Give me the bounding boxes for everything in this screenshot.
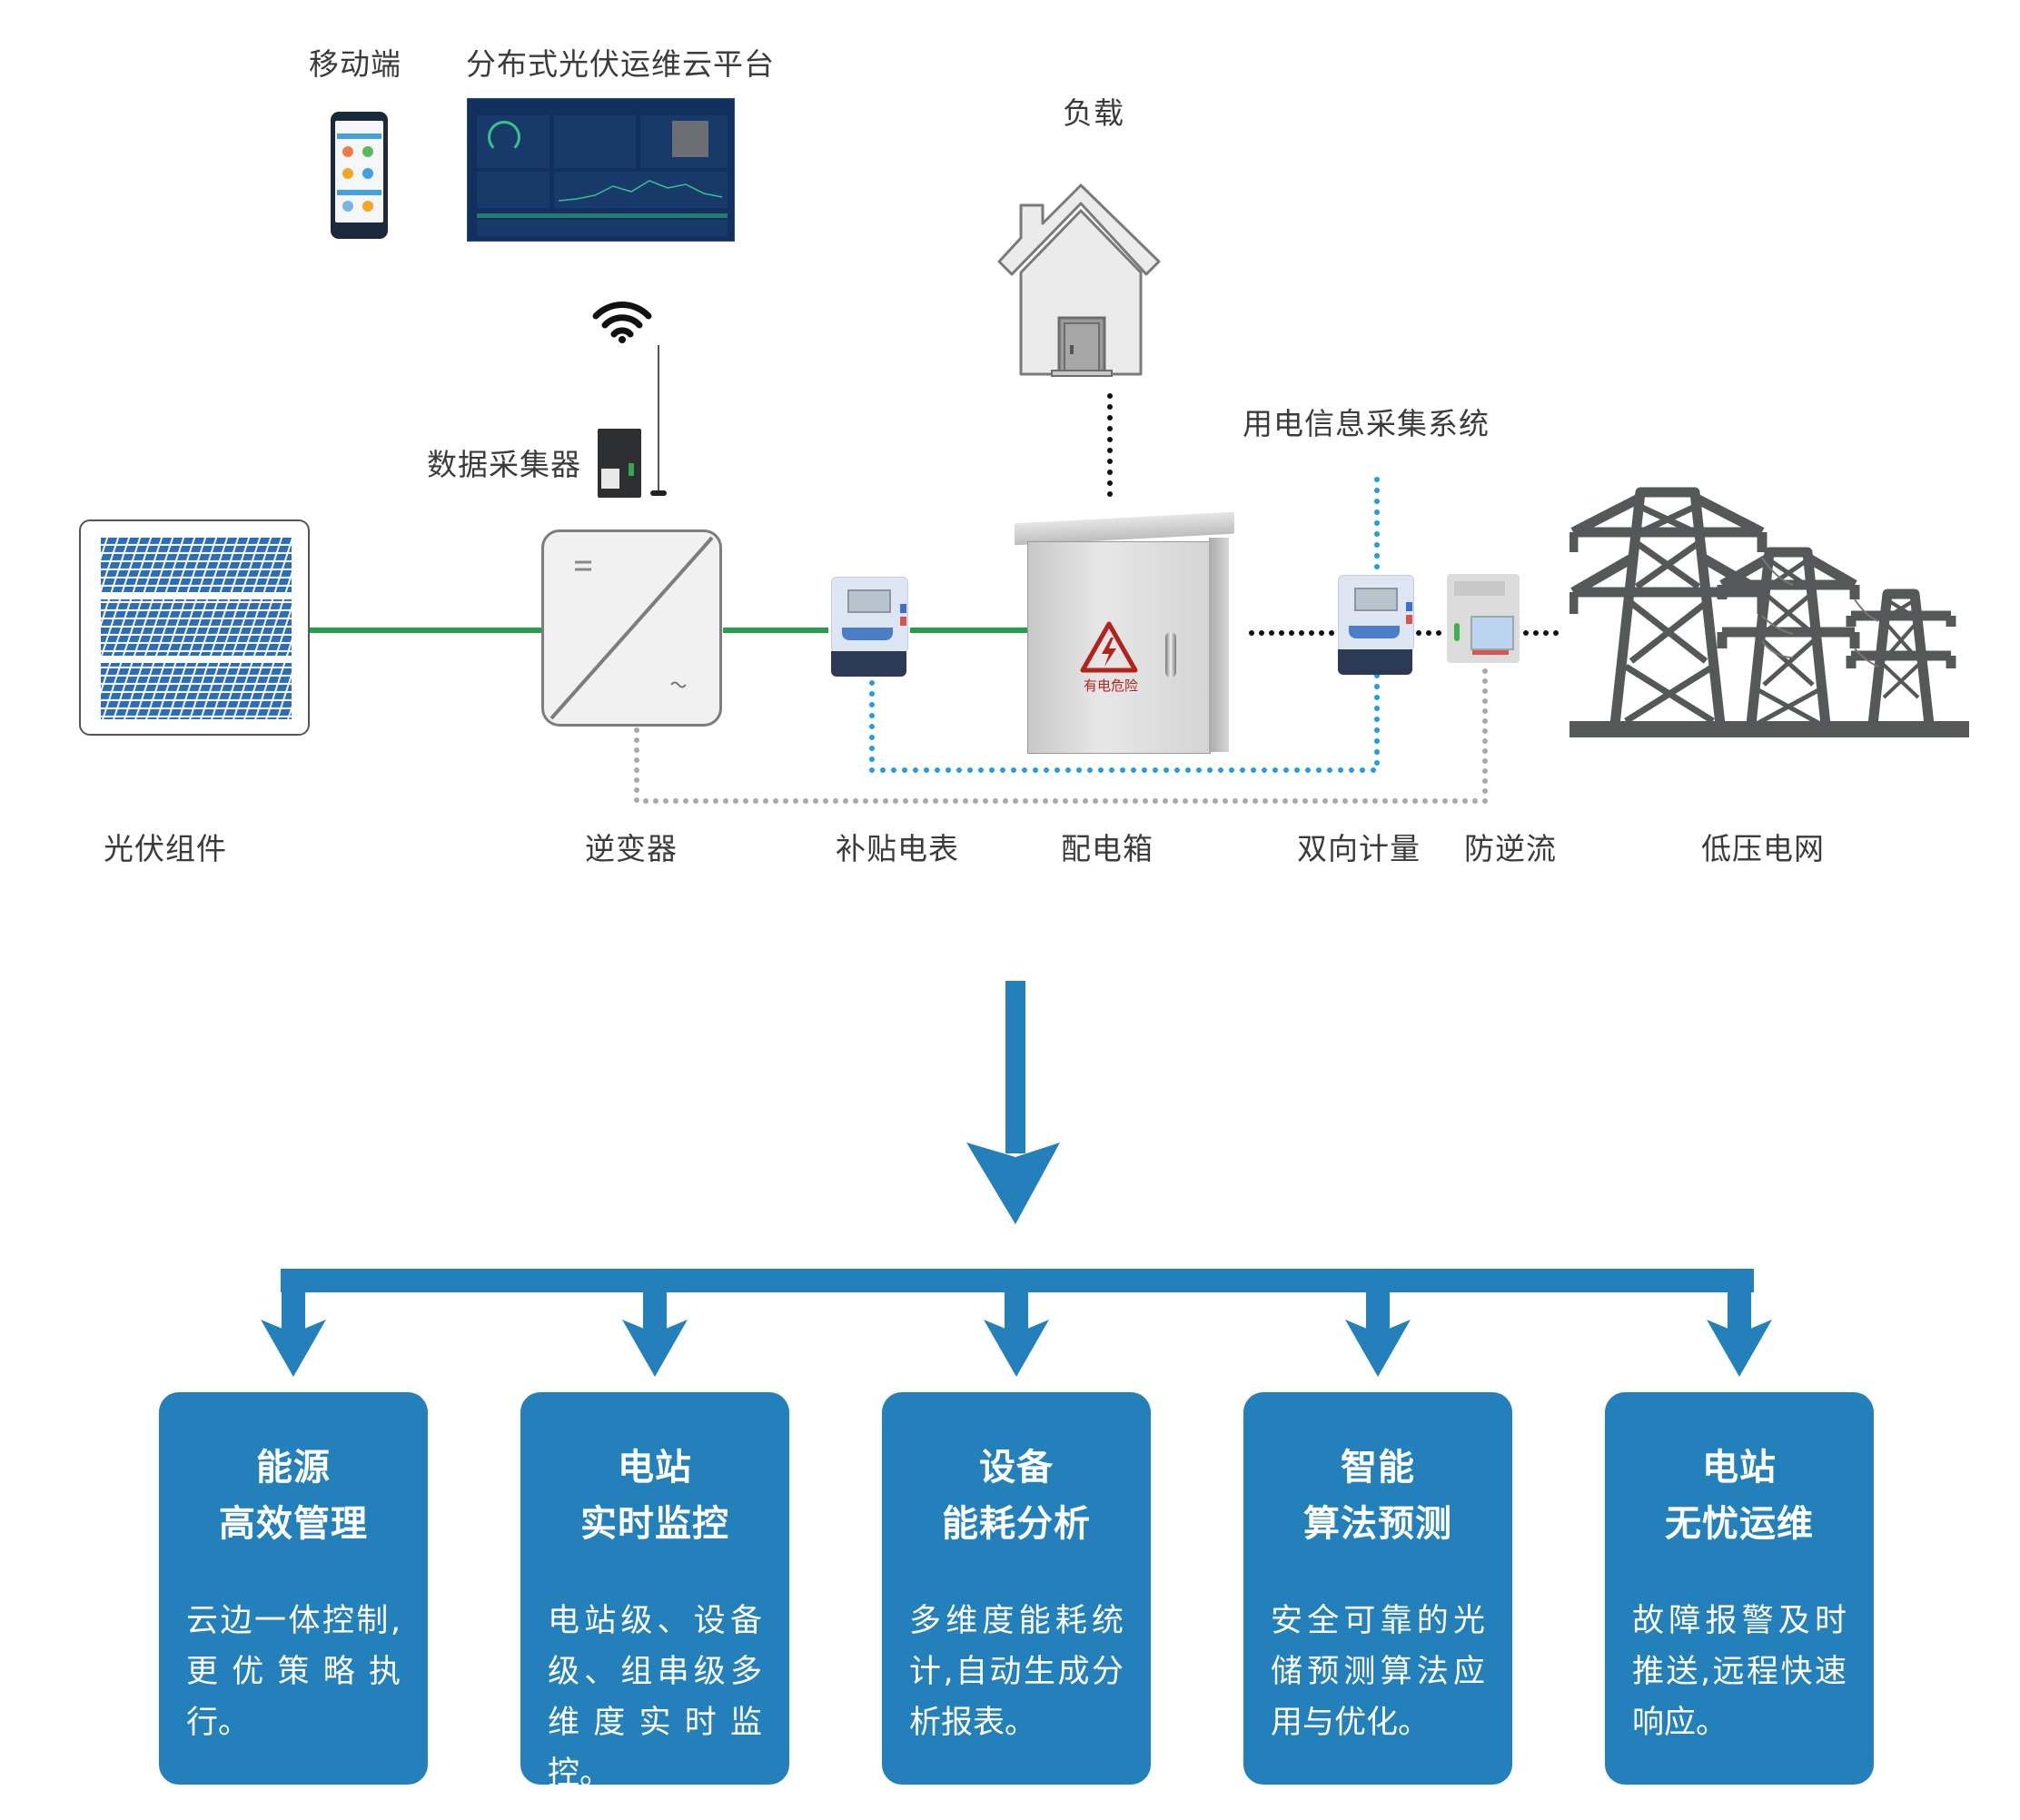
feature-card: 电站无忧运维故障报警及时推送,远程快速响应。 [1605, 1392, 1874, 1785]
mobile-phone-image [331, 112, 388, 239]
feature-title-line2: 高效管理 [219, 1503, 368, 1545]
feature-title-line1: 智能 [1341, 1447, 1415, 1489]
branch-arrow-head [984, 1320, 1049, 1377]
label-subsidy-meter: 补贴电表 [836, 831, 959, 866]
feature-title-line2: 能耗分析 [942, 1503, 1091, 1545]
inverter-symbol-icon [550, 536, 714, 720]
cloud-dashboard-image [467, 98, 735, 242]
main-arrow-head [966, 1142, 1060, 1224]
feature-title-line2: 算法预测 [1303, 1503, 1452, 1545]
branch-arrow-head [261, 1320, 326, 1377]
feature-description: 云边一体控制,更优策略执行。 [186, 1603, 401, 1741]
mobile-label: 移动端 [309, 46, 401, 82]
bidirectional-meter-image [1338, 575, 1414, 675]
feature-description: 安全可靠的光储预测算法应用与优化。 [1271, 1603, 1485, 1741]
branch-arrow-stem [1005, 1290, 1028, 1333]
house-icon [997, 183, 1161, 377]
branch-arrow-stem [282, 1290, 305, 1333]
anti-reflux-device-image [1447, 574, 1520, 663]
feature-title-line1: 能源 [256, 1447, 331, 1489]
tower-ground-bar [1569, 721, 1969, 737]
cloud-platform-label: 分布式光伏运维云平台 [466, 46, 775, 82]
cabinet-door [1027, 541, 1211, 754]
branch-arrow-head [1707, 1320, 1772, 1377]
cabinet-handle [1165, 632, 1176, 678]
cabinet-side [1209, 538, 1229, 752]
subsidy-meter-image [831, 577, 908, 677]
feature-title-line2: 无忧运维 [1665, 1503, 1814, 1545]
feature-description: 电站级、设备级、组串级多维度实时监控。 [548, 1603, 762, 1792]
label-anti-reflux: 防逆流 [1464, 831, 1557, 866]
branch-bar [281, 1269, 1754, 1292]
label-grid: 低压电网 [1701, 831, 1825, 866]
feature-card: 智能算法预测安全可靠的光储预测算法应用与优化。 [1243, 1392, 1512, 1785]
data-collector-label: 数据采集器 [427, 447, 581, 482]
feature-description: 多维度能耗统计,自动生成分析报表。 [909, 1603, 1124, 1741]
label-inverter: 逆变器 [585, 831, 678, 866]
high-voltage-warning-icon [1080, 621, 1138, 673]
inverter-image [541, 529, 722, 727]
feature-description: 故障报警及时推送,远程快速响应。 [1632, 1603, 1847, 1741]
branch-arrow-head [1345, 1320, 1411, 1377]
data-collector-image [598, 429, 641, 498]
wifi-icon [592, 302, 652, 343]
branch-arrow-stem [1728, 1290, 1751, 1333]
antenna-base [650, 490, 667, 496]
power-tower-icon [1569, 487, 1969, 737]
feature-title-line1: 设备 [979, 1447, 1054, 1489]
antenna-icon [658, 345, 659, 494]
load-label: 负载 [1063, 95, 1124, 131]
main-arrow-shaft [1005, 981, 1025, 1153]
feature-title-line2: 实时监控 [580, 1503, 729, 1545]
feature-card: 能源高效管理云边一体控制,更优策略执行。 [159, 1392, 428, 1785]
feature-title-line1: 电站 [1702, 1447, 1777, 1489]
warning-text: 有电危险 [1083, 678, 1138, 694]
solar-array-icon [101, 536, 292, 719]
feature-card: 电站实时监控电站级、设备级、组串级多维度实时监控。 [520, 1392, 789, 1792]
feature-card: 设备能耗分析多维度能耗统计,自动生成分析报表。 [882, 1392, 1151, 1785]
branch-arrow-head [622, 1320, 688, 1377]
feature-title-line1: 电站 [618, 1447, 692, 1489]
label-bidirectional-meter: 双向计量 [1297, 831, 1421, 866]
label-distribution-box: 配电箱 [1061, 831, 1154, 866]
branch-arrow-stem [643, 1290, 667, 1333]
info-system-label: 用电信息采集系统 [1243, 406, 1490, 441]
pv-panel-image [79, 519, 310, 736]
label-pv: 光伏组件 [104, 831, 227, 866]
distribution-cabinet-image: 有电危险 [1015, 505, 1234, 755]
branch-arrow-stem [1366, 1290, 1390, 1333]
